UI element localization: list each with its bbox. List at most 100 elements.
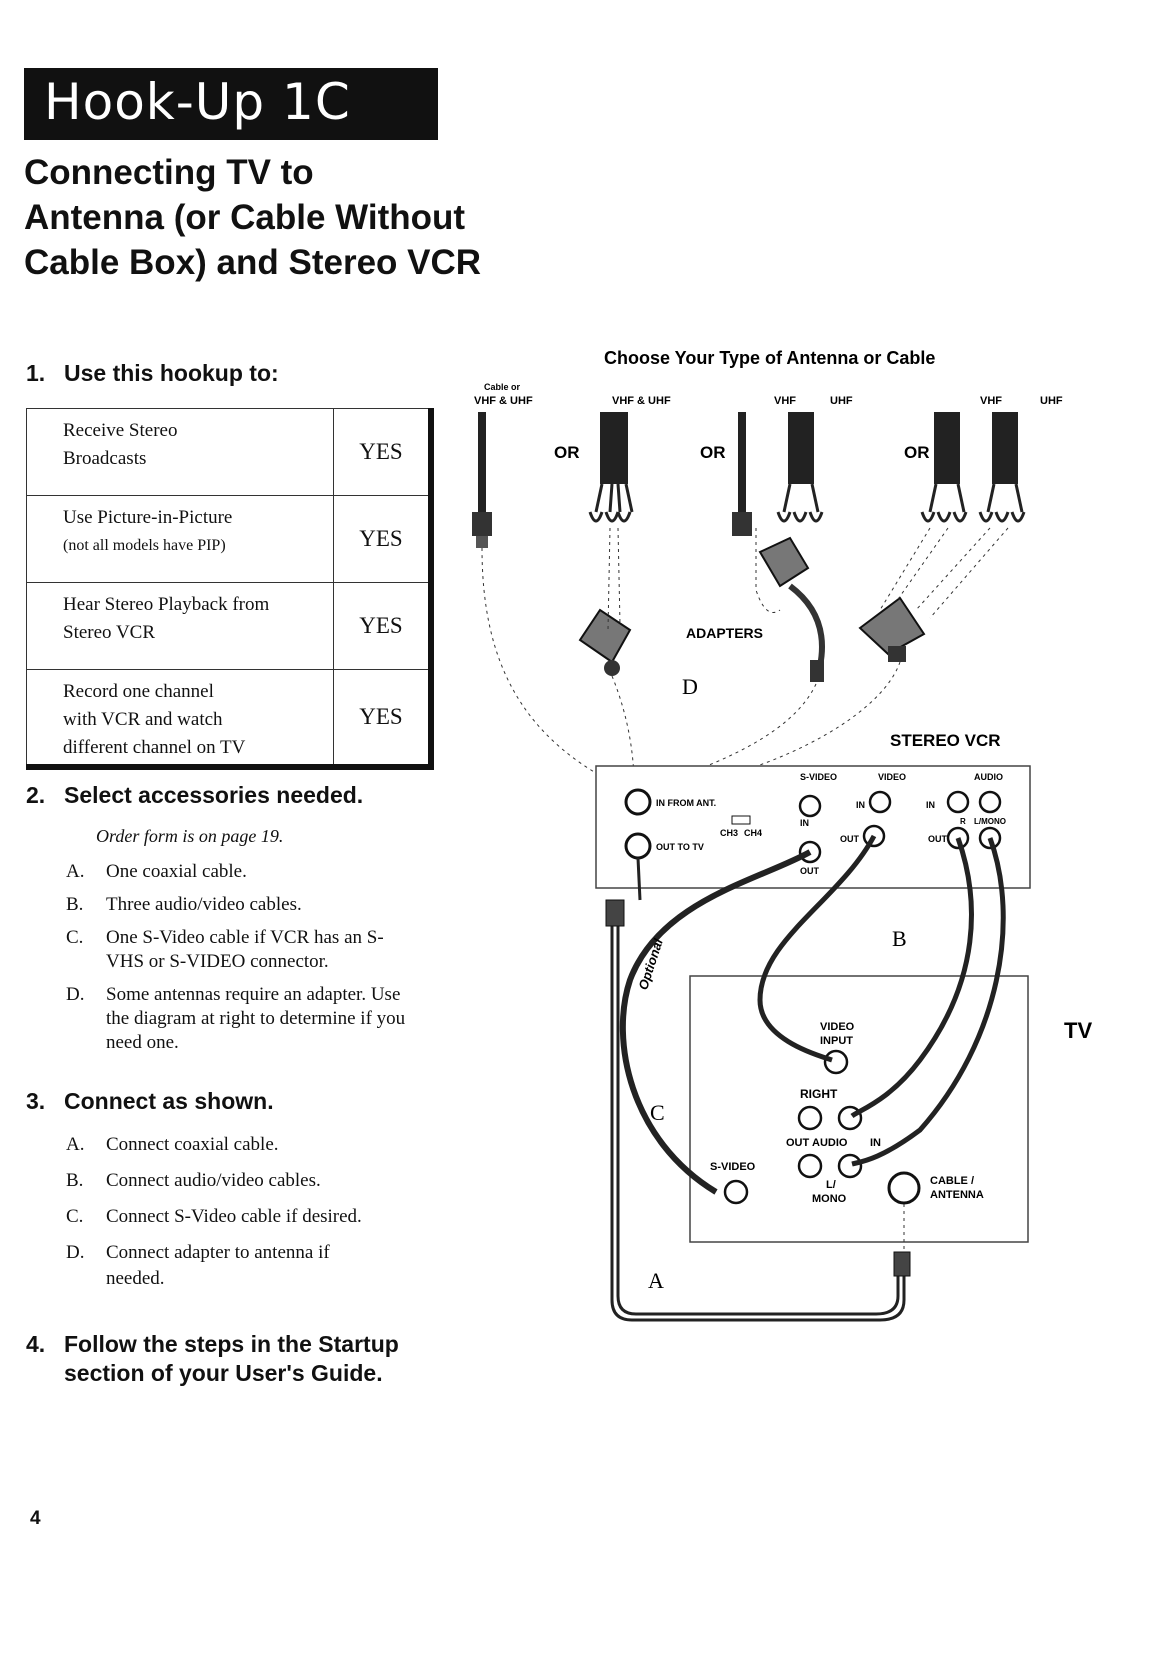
list-item: C.One S-Video cable if VCR has an S-VHS … — [66, 927, 384, 972]
accessories-list: A.One coaxial cable. B.Three audio/video… — [66, 860, 436, 1064]
vcr-svideo-in-jack — [798, 794, 822, 818]
list-item: B.Three audio/video cables. — [66, 894, 302, 915]
tv-audio-in-l-jack — [837, 1153, 863, 1179]
audio-cable-r — [850, 837, 974, 1119]
list-item: A.One coaxial cable. — [66, 861, 247, 882]
tv-svideo-jack — [723, 1179, 749, 1205]
tv-label: TV — [1064, 1018, 1092, 1043]
adapter-2-icon — [755, 528, 825, 682]
table-row: Use Picture-in-Picture(not all models ha… — [26, 495, 432, 583]
audio-cable-l — [851, 837, 1006, 1167]
step-2-heading: 2.Select accessories needed. — [26, 782, 364, 808]
vcr-audio-in-l-jack — [978, 790, 1002, 814]
header-banner — [24, 68, 438, 140]
vcr-jack-label: OUT TO TV — [656, 842, 704, 852]
vcr-video-out-jack — [862, 824, 886, 848]
title-line: Antenna (or Cable Without — [24, 198, 466, 237]
vcr-jack-label: IN FROM ANT. — [656, 798, 716, 808]
list-item: A.Connect coaxial cable. — [66, 1134, 279, 1155]
cables — [605, 834, 1006, 1322]
tv-jack-label: L/ — [826, 1179, 836, 1191]
step-1-heading: 1.Use this hookup to: — [26, 360, 279, 386]
tv-antenna-jack — [887, 1171, 921, 1205]
vcr-jack-label: L/MONO — [974, 817, 1006, 826]
vcr-jack-label: AUDIO — [974, 772, 1003, 782]
tv-jack-label: S-VIDEO — [710, 1161, 756, 1173]
adapter-1-icon — [578, 527, 632, 676]
list-item: D.Connect adapter to antenna if needed. — [66, 1242, 330, 1289]
step-4-heading: 4.Follow the steps in the Startup sectio… — [26, 1331, 399, 1386]
vcr-audio-in-r-jack — [946, 790, 970, 814]
or-label: OR — [700, 443, 726, 462]
page-number: 4 — [30, 1508, 41, 1529]
tv-jack-label: OUT — [786, 1137, 810, 1149]
tv-jack-label: CABLE / — [930, 1175, 974, 1187]
diagram-heading: Choose Your Type of Antenna or Cable — [604, 348, 935, 368]
antenna-label: UHF — [830, 395, 853, 407]
vcr-jack-label: CH4 — [744, 828, 762, 838]
vcr-jack-label: S-VIDEO — [800, 772, 837, 782]
antenna-label: UHF — [1040, 395, 1063, 407]
tv-audio-in-r-jack — [837, 1105, 863, 1131]
connect-steps-list: A.Connect coaxial cable. B.Connect audio… — [66, 1132, 436, 1301]
vcr-jack-label: R — [960, 817, 966, 826]
tv-video-input-jack — [823, 1049, 849, 1075]
vcr-jack-label: IN — [800, 818, 809, 828]
antenna-label: VHF — [980, 395, 1002, 407]
vcr-jack-label: IN — [856, 800, 865, 810]
vhf-uhf-antenna-icon — [732, 412, 824, 536]
list-item: D.Some antennas require an adapter. Use … — [66, 984, 406, 1053]
coax-antenna-icon — [472, 412, 492, 548]
vcr-audio-out-r-jack — [946, 826, 970, 850]
use-answer: YES — [333, 582, 432, 670]
order-form-note: Order form is on page 19. — [96, 826, 284, 846]
twin-lead-antenna-icon — [588, 412, 634, 523]
or-label: OR — [554, 443, 580, 462]
page-title: Connecting TV to Antenna (or Cable Witho… — [24, 150, 584, 285]
callout-b: B — [892, 926, 907, 951]
vcr-jack-label: CH3 — [720, 828, 738, 838]
callout-a: A — [648, 1268, 664, 1293]
tv-audio-out-l-jack — [797, 1153, 823, 1179]
antenna-label: VHF — [774, 395, 796, 407]
vcr-jack-label: OUT — [840, 834, 860, 844]
tv-jack-label: ANTENNA — [930, 1189, 984, 1201]
title-line: Cable Box) and Stereo VCR — [24, 243, 482, 282]
vcr-jack-label: OUT — [800, 866, 820, 876]
vcr-audio-out-l-jack — [978, 826, 1002, 850]
use-description: Use Picture-in-Picture(not all models ha… — [26, 495, 334, 583]
banner-title: Hook-Up 1C — [44, 73, 351, 131]
tv-jack-label: VIDEO — [820, 1021, 855, 1033]
antenna-label: Cable or — [484, 382, 521, 392]
use-answer: YES — [333, 495, 432, 583]
tv-jack-label: MONO — [812, 1193, 847, 1205]
tv-jack-label: AUDIO — [812, 1137, 848, 1149]
antenna-label: VHF & UHF — [474, 395, 533, 407]
vcr-svideo-out-jack — [798, 840, 822, 864]
step-3-heading: 3.Connect as shown. — [26, 1088, 274, 1114]
video-cable — [757, 834, 877, 1063]
adapter-3-icon — [858, 527, 1009, 662]
use-answer: YES — [333, 669, 432, 768]
title-line: Connecting TV to — [24, 153, 314, 192]
vcr-video-in-jack — [868, 790, 892, 814]
tv-audio-out-r-jack — [797, 1105, 823, 1131]
tv-jack-label: RIGHT — [800, 1087, 838, 1101]
dual-twin-lead-antenna-icon — [920, 412, 1026, 523]
use-answer: YES — [333, 408, 432, 496]
channel-switch — [731, 815, 751, 825]
vcr-jack-label: VIDEO — [878, 772, 906, 782]
vcr-jack-label: IN — [926, 800, 935, 810]
vcr-in-from-ant-jack — [624, 788, 652, 816]
tv-jack-label: IN — [870, 1137, 881, 1149]
tv-jack-label: INPUT — [820, 1035, 853, 1047]
list-item: C.Connect S-Video cable if desired. — [66, 1206, 362, 1227]
or-label: OR — [904, 443, 930, 462]
